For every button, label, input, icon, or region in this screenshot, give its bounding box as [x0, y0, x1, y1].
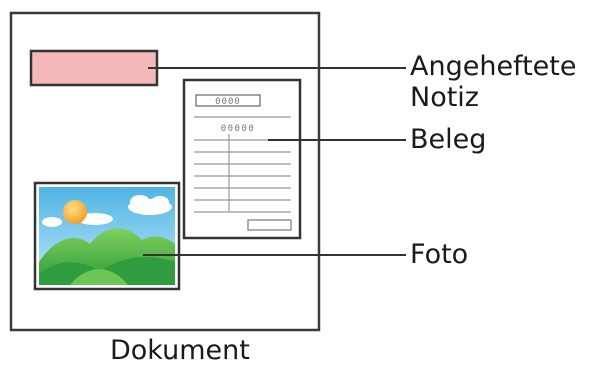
label-photo: Foto — [410, 239, 469, 270]
sticky-note-shape — [29, 49, 159, 87]
photo-shape — [33, 181, 181, 291]
receipt-header-mark: 0000 — [215, 97, 241, 107]
label-document: Dokument — [110, 335, 250, 366]
sun-icon — [63, 200, 87, 224]
label-sticky-note-line1: Angeheftete — [410, 51, 577, 82]
label-sticky-note-line2: Notiz — [410, 82, 479, 113]
receipt-header-box — [195, 94, 261, 107]
receipt-shape: 0000 00000 — [182, 78, 302, 240]
label-receipt: Beleg — [410, 124, 487, 155]
label-sticky-note: Angeheftete Notiz — [410, 51, 576, 113]
receipt-row-mark: 00000 — [221, 124, 256, 134]
receipt-total-box — [247, 219, 292, 231]
